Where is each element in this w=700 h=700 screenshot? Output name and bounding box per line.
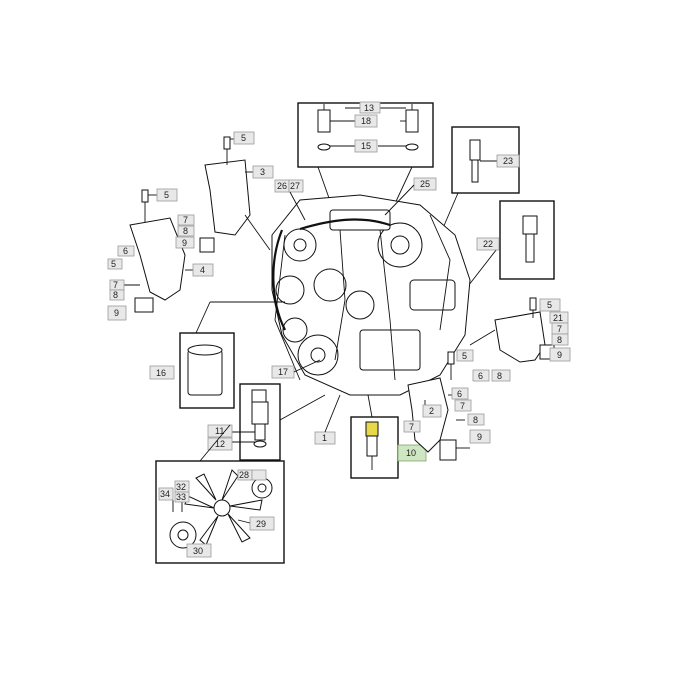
callout-5a-box: [233, 131, 255, 145]
callout-6b: 6: [457, 389, 462, 399]
callout-6b-box: [451, 387, 469, 400]
callout-13: 13: [364, 103, 374, 113]
left-upper-bracket: [204, 136, 271, 251]
callout-22: 22: [483, 239, 493, 249]
callout-33: 34: [160, 489, 170, 499]
callout-13-box: [359, 101, 381, 114]
callout-10-box: [397, 444, 427, 462]
callout-18-box: [354, 114, 378, 128]
callout-8b-box: [109, 289, 125, 301]
callout-1: 1: [322, 433, 327, 443]
callout-9b-box: [107, 305, 127, 321]
inset-sensor-10: [350, 394, 399, 479]
callout-8d: 8: [497, 371, 502, 381]
callout-7a-box: [177, 214, 195, 226]
callout-7b: 7: [113, 280, 118, 290]
callout-5c-box: [107, 258, 123, 270]
engine-block: [271, 194, 471, 396]
callout-7d-box: [403, 420, 421, 433]
callout-34-box: [251, 469, 267, 481]
callout-9d: 9: [557, 350, 562, 360]
callout-9c-box: [469, 429, 491, 444]
callout-8e-box: [551, 333, 569, 346]
callout-15-box: [354, 139, 378, 153]
callout-8d-box: [491, 369, 511, 382]
callout-28: 28: [239, 470, 249, 480]
callout-5c: 5: [111, 259, 116, 269]
callout-30: 30: [193, 546, 203, 556]
callout-27-box: [288, 179, 304, 193]
callout-6a: 6: [123, 246, 128, 256]
callout-2: 2: [429, 406, 434, 416]
callout-9a-box: [175, 236, 195, 249]
inset-oil-filter-16: [179, 301, 285, 409]
callout-21: 21: [553, 313, 563, 323]
callout-12-box: [207, 437, 233, 451]
callout-9d-box: [549, 347, 571, 362]
callout-5b: 5: [164, 190, 169, 200]
callout-33-box: [158, 487, 174, 501]
callout-23-box: [496, 154, 520, 168]
callout-7c: 7: [460, 401, 465, 411]
sensor-10-highlight: [365, 421, 379, 437]
right-upper-bracket: [469, 297, 555, 363]
callout-9b: 9: [114, 308, 119, 318]
callout-5a: 5: [241, 133, 246, 143]
callout-4-box: [192, 263, 214, 277]
callout-6c-box: [472, 369, 490, 382]
callout-8b: 8: [113, 290, 118, 300]
inset-sensor-11-12: [232, 383, 326, 461]
callout-25: 25: [420, 179, 430, 189]
callout-8e: 8: [557, 335, 562, 345]
callout-3-box: [252, 165, 274, 179]
callout-2-box: [422, 404, 442, 418]
callout-5d: 5: [462, 351, 467, 361]
callout-7d: 7: [409, 422, 414, 432]
callout-11: 11: [215, 426, 224, 436]
callout-30-box: [186, 543, 212, 558]
callout-16: 16: [156, 368, 166, 378]
callout-9c: 9: [477, 432, 482, 442]
callout-8c: 8: [473, 415, 478, 425]
callout-5d-box: [456, 349, 474, 362]
inset-sensor-22: [464, 200, 555, 291]
callout-7e: 7: [557, 324, 562, 334]
callout-7c-box: [454, 399, 472, 412]
callout-29: 29: [256, 519, 266, 529]
callout-27: 27: [290, 181, 300, 191]
callout-26: 26: [277, 181, 287, 191]
callout-10: 10: [406, 448, 416, 458]
callout-9a: 9: [182, 238, 187, 248]
callout-5e-box: [539, 298, 561, 312]
callout-12: 12: [215, 439, 225, 449]
callout-6c: 6: [478, 371, 483, 381]
callout-16-box: [149, 365, 175, 380]
callout-17: 17: [278, 367, 288, 377]
callout-29-box: [249, 516, 275, 531]
callout-6a-box: [117, 245, 135, 257]
callout-5e: 5: [547, 300, 552, 310]
callout-5b-box: [156, 188, 178, 202]
callout-31: 32: [176, 482, 186, 492]
callout-3: 3: [260, 167, 265, 177]
callout-22-box: [476, 237, 500, 251]
callout-8c-box: [467, 413, 485, 426]
callout-15: 15: [361, 141, 371, 151]
callout-23: 23: [503, 156, 513, 166]
callout-32-box: [174, 491, 190, 503]
callout-4: 4: [200, 265, 205, 275]
callout-18: 18: [361, 116, 371, 126]
callout-8a: 8: [183, 226, 188, 236]
callout-8a-box: [177, 225, 195, 237]
callout-7a: 7: [183, 215, 188, 225]
left-middle-bracket: [122, 189, 215, 313]
callout-25-box: [413, 177, 437, 191]
callout-32: 33: [176, 492, 186, 502]
